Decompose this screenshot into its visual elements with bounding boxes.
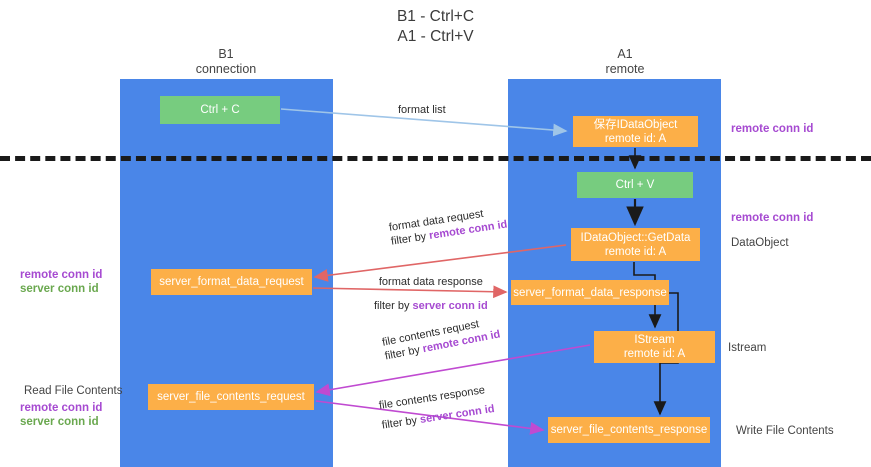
filter-prefix: filter by: [381, 414, 421, 432]
box-server-format-data-response-label: server_format_data_response: [513, 286, 667, 299]
label-left-server-conn-id-2: server conn id: [20, 416, 99, 428]
box-server-format-data-response[interactable]: server_format_data_response: [511, 280, 669, 305]
lane-header-a1-name: A1: [617, 47, 633, 61]
label-left-server-conn-id-1: server conn id: [20, 283, 99, 295]
label-right-remote-conn-id-top: remote conn id: [731, 123, 814, 135]
title-line-2: A1 - Ctrl+V: [397, 28, 474, 45]
box-server-format-data-request[interactable]: server_format_data_request: [151, 269, 312, 295]
box-server-format-data-request-label: server_format_data_request: [159, 276, 304, 288]
lane-header-b1: B1 connection: [146, 47, 306, 77]
title-line-1: B1 - Ctrl+C: [396, 8, 475, 25]
label-format-data-request: format data request filter by remote con…: [388, 204, 508, 249]
box-idataobject[interactable]: 保存IDataObject remote id: A: [573, 116, 698, 147]
label-left-conn-ids-top: remote conn id server conn id: [20, 268, 102, 296]
box-ctrl-v-label: Ctrl + V: [615, 179, 655, 191]
box-istream-line1: IStream: [634, 334, 675, 346]
label-left-remote-conn-id-2: remote conn id: [20, 402, 103, 414]
label-format-data-response-title: format data response: [378, 276, 483, 288]
label-file-contents-response: file contents response filter by server …: [378, 382, 495, 432]
label-format-list: format list: [398, 104, 446, 116]
page-title: B1 - Ctrl+C A1 - Ctrl+V: [0, 7, 871, 47]
label-write-file-contents: Write File Contents: [736, 425, 834, 437]
box-ctrl-c[interactable]: Ctrl + C: [160, 96, 280, 124]
box-getdata[interactable]: IDataObject::GetData remote id: A: [571, 228, 700, 261]
label-format-data-response: format data response filter by server co…: [374, 275, 488, 313]
box-server-file-contents-request-label: server_file_contents_request: [157, 391, 305, 403]
label-istream: Istream: [728, 342, 767, 354]
lane-header-b1-name: B1: [218, 47, 234, 61]
filter-key: server conn id: [412, 300, 488, 312]
lane-header-b1-subtitle: connection: [195, 62, 257, 76]
box-getdata-line2: remote id: A: [604, 245, 667, 258]
box-server-file-contents-response-label: server_file_contents_response: [550, 424, 708, 436]
filter-prefix: filter by: [374, 300, 413, 312]
box-server-file-contents-request[interactable]: server_file_contents_request: [148, 384, 314, 410]
box-idataobject-line1: 保存IDataObject: [593, 118, 678, 131]
lane-header-a1: A1 remote: [545, 47, 705, 77]
box-idataobject-line2: remote id: A: [604, 132, 667, 145]
lane-header-a1-subtitle: remote: [605, 62, 645, 76]
box-istream-line2: remote id: A: [623, 348, 686, 360]
label-right-remote-conn-id-mid: remote conn id: [731, 212, 814, 224]
label-file-contents-request: file contents request filter by remote c…: [381, 314, 502, 364]
box-istream[interactable]: IStream remote id: A: [594, 331, 715, 363]
label-format-data-response-filter: filter by server conn id: [374, 299, 488, 313]
box-ctrl-v[interactable]: Ctrl + V: [577, 172, 693, 198]
label-dataobject: DataObject: [731, 237, 789, 249]
label-left-remote-conn-id-1: remote conn id: [20, 269, 103, 281]
label-left-conn-ids-bottom: remote conn id server conn id: [20, 401, 102, 429]
box-server-file-contents-response[interactable]: server_file_contents_response: [548, 417, 710, 443]
filter-key: server conn id: [419, 402, 496, 426]
box-getdata-line1: IDataObject::GetData: [580, 231, 691, 244]
section-divider: [0, 156, 871, 161]
label-read-file-contents: Read File Contents: [24, 385, 123, 397]
box-ctrl-c-label: Ctrl + C: [200, 104, 240, 116]
